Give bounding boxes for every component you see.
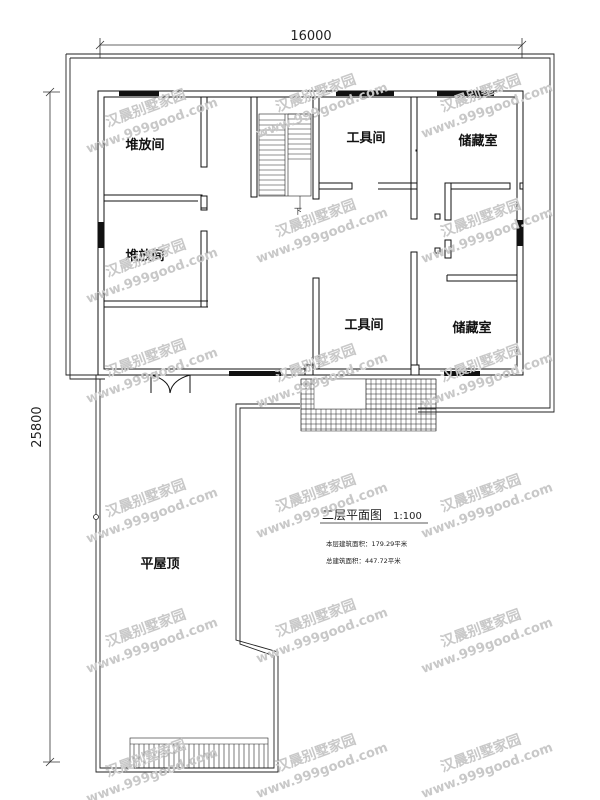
- width-dimension-text: 16000: [290, 29, 331, 44]
- room-label-store-1: 储藏室: [457, 133, 497, 149]
- staircase: [258, 113, 312, 210]
- room-label-storage-1: 堆放间: [125, 137, 164, 153]
- tiled-terrace: [300, 378, 437, 432]
- window-bars: [98, 91, 523, 376]
- roof-stair: [129, 737, 269, 769]
- room-label-storage-2: 堆放间: [125, 248, 164, 264]
- interior-walls: [104, 96, 518, 370]
- left-dimension-line: [43, 87, 60, 767]
- stair-down-marker: 下: [294, 207, 302, 216]
- total-area-note: 总建筑面积：447.72平米: [326, 556, 401, 565]
- room-label-tool-2: 工具间: [344, 317, 383, 333]
- room-label-flat-roof: 平屋顶: [140, 557, 179, 572]
- wall-columns: [200, 182, 524, 376]
- room-label-store-2: 储藏室: [451, 320, 491, 336]
- drain-marker: [93, 514, 99, 520]
- top-dimension-line: [95, 38, 527, 58]
- room-label-tool-1: 工具间: [346, 130, 385, 146]
- drawing-scale: 1:100: [393, 511, 422, 522]
- drawing-title: 二层平面图: [322, 508, 382, 522]
- floor-area-note: 本层建筑面积：179.29平米: [326, 539, 408, 548]
- roof-outline: [65, 53, 555, 773]
- height-dimension-text: 25800: [30, 406, 45, 447]
- entrance-door: [148, 374, 193, 394]
